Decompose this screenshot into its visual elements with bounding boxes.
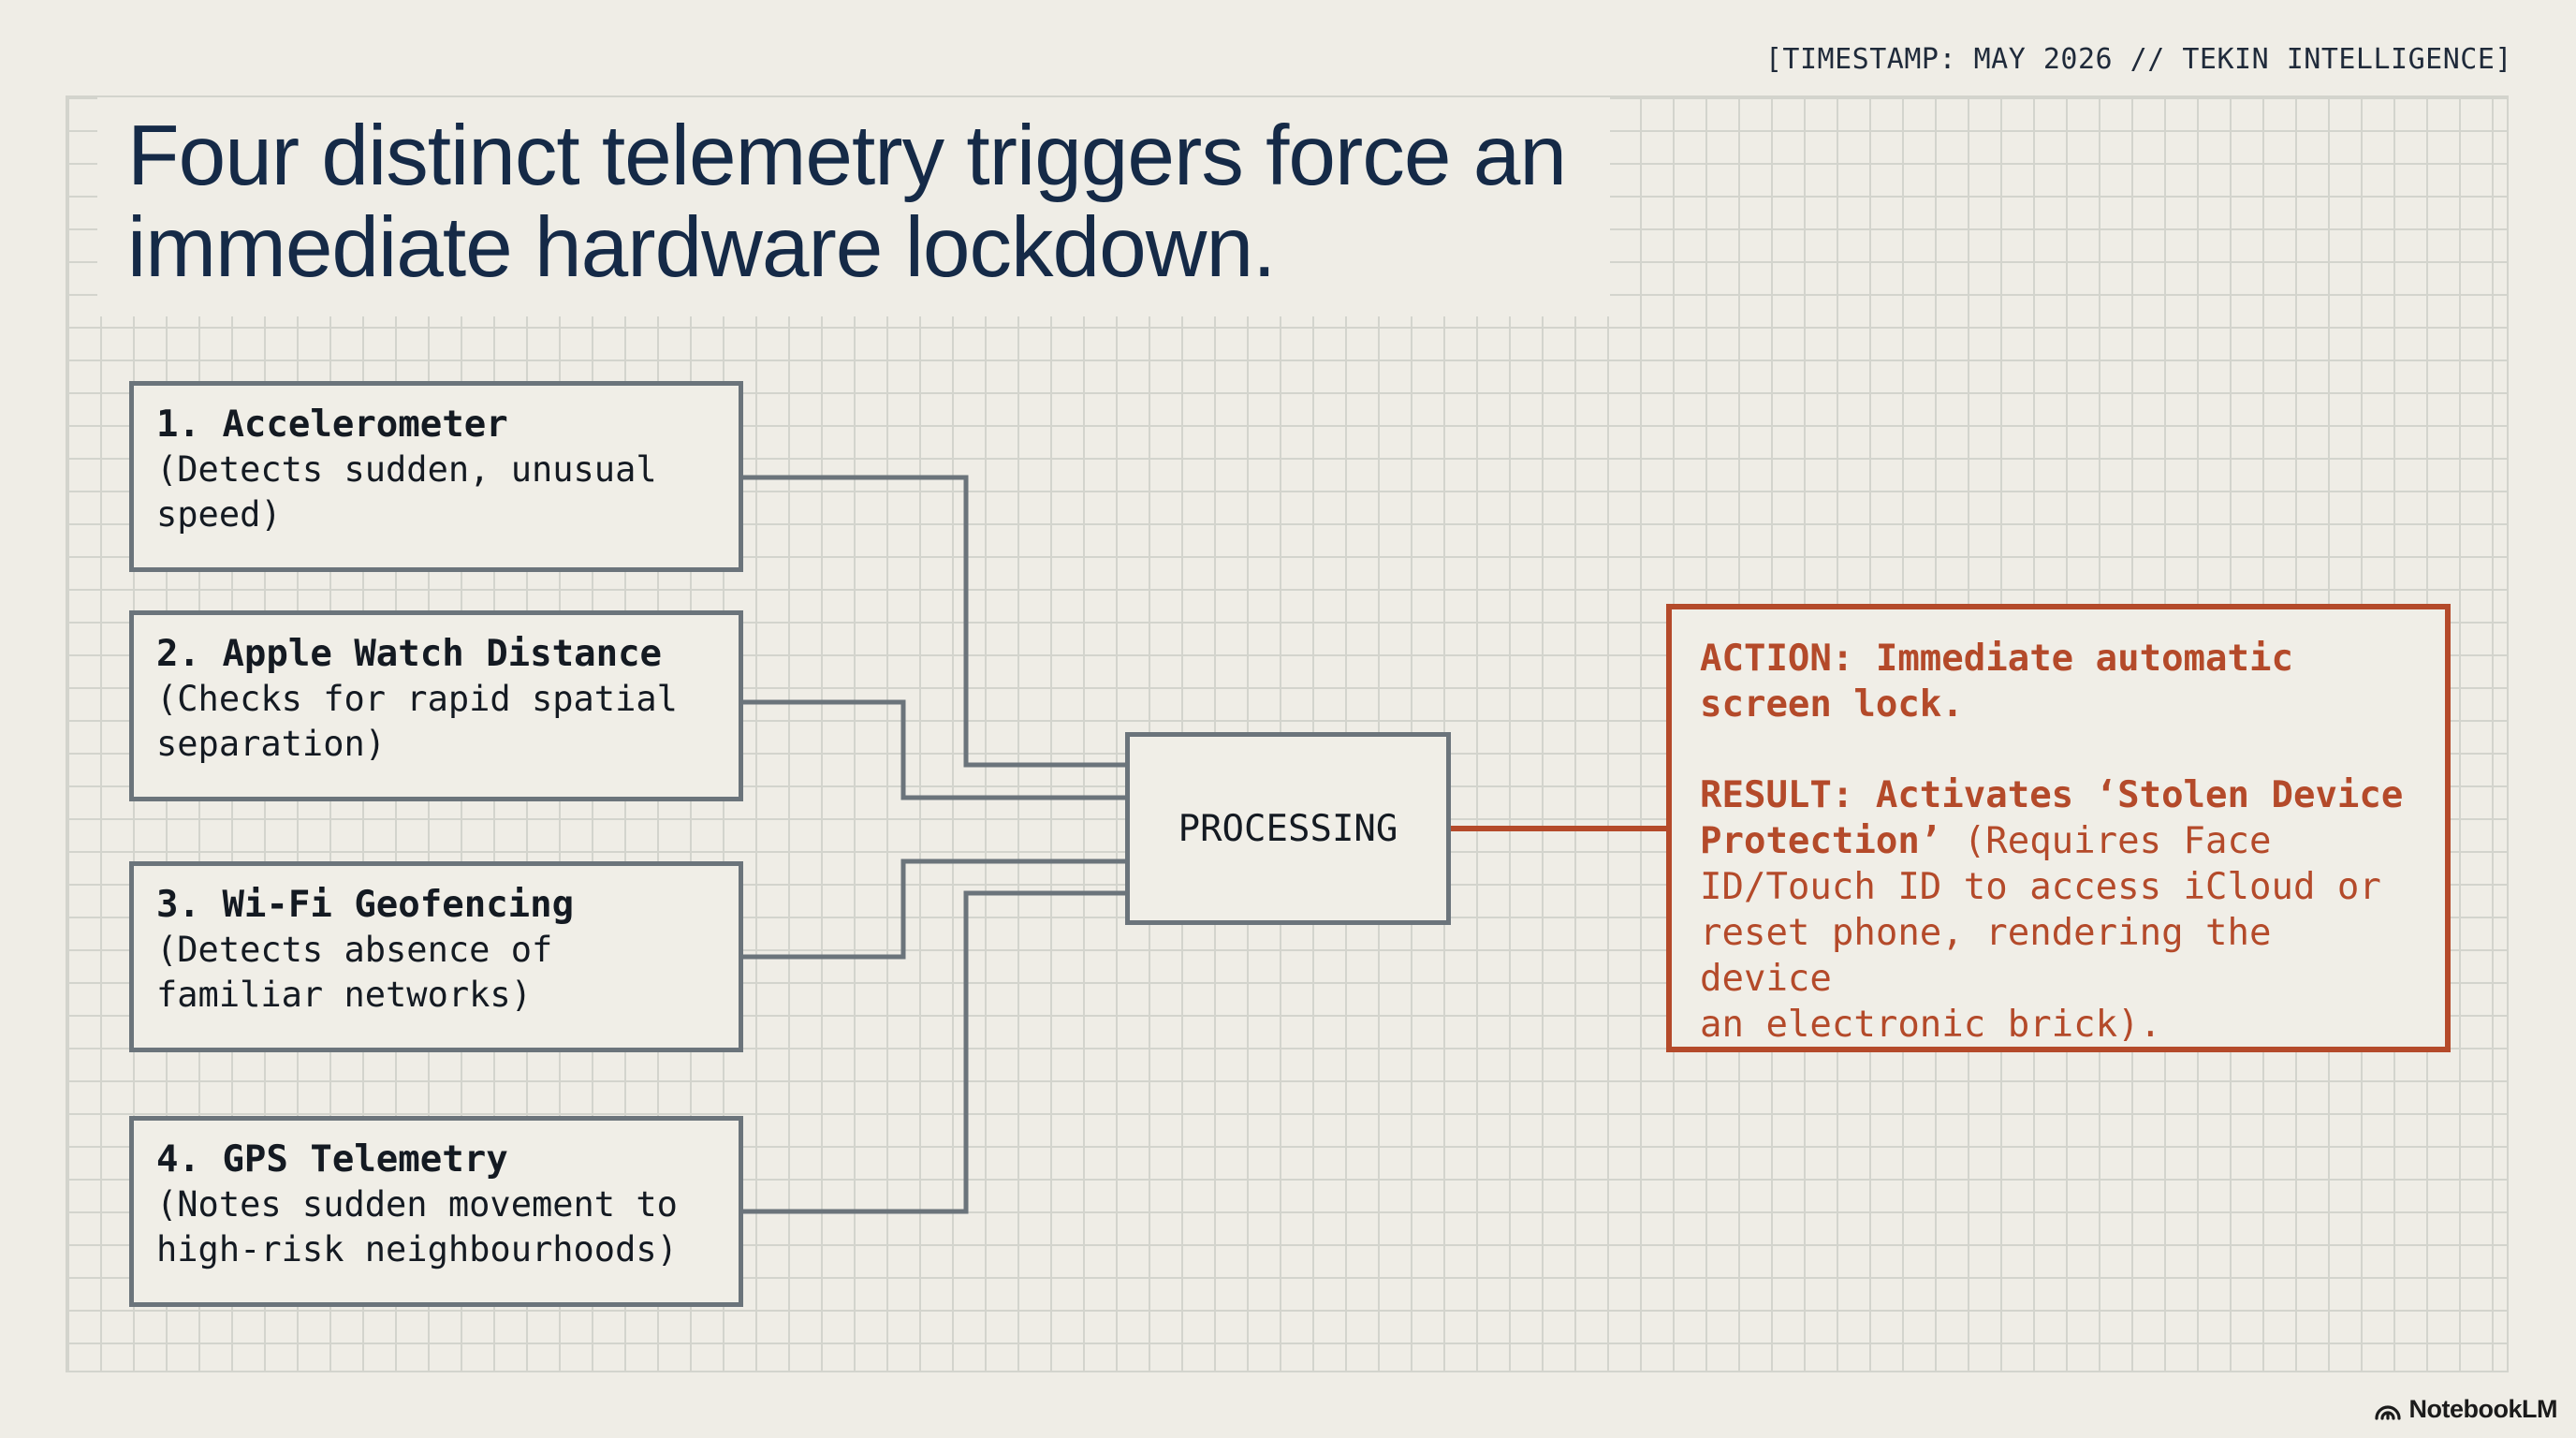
timestamp-label: [TIMESTAMP: MAY 2026 // TEKIN INTELLIGEN… bbox=[1764, 43, 2512, 76]
trigger-box-apple-watch: 2. Apple Watch Distance (Checks for rapi… bbox=[129, 610, 743, 801]
trigger-box-wifi-geofencing: 3. Wi-Fi Geofencing (Detects absence of … bbox=[129, 861, 743, 1052]
result-line-4: reset phone, rendering the device bbox=[1700, 912, 2272, 1000]
action-line-2: screen lock. bbox=[1700, 683, 1964, 726]
trigger-label: 2. Apple Watch Distance bbox=[156, 633, 663, 675]
trigger-box-accelerometer: 1. Accelerometer (Detects sudden, unusua… bbox=[129, 381, 743, 572]
trigger-detail: (Detects sudden, unusual speed) bbox=[156, 449, 657, 535]
connector-trigger-3 bbox=[743, 858, 1125, 960]
trigger-detail: (Notes sudden movement to high-risk neig… bbox=[156, 1184, 678, 1269]
outcome-box: ACTION: Immediate automatic screen lock.… bbox=[1666, 604, 2451, 1052]
trigger-label: 4. GPS Telemetry bbox=[156, 1138, 508, 1181]
result-line-3: ID/Touch ID to access iCloud or bbox=[1700, 866, 2381, 908]
result-line-1: RESULT: Activates ‘Stolen Device bbox=[1700, 774, 2404, 816]
connector-trigger-2 bbox=[743, 699, 1125, 800]
result-line-2-bold: Protection’ bbox=[1700, 820, 1942, 862]
connector-trigger-1 bbox=[743, 475, 1125, 768]
result-line-5: an electronic brick). bbox=[1700, 1004, 2162, 1046]
result-line-2-rest: (Requires Face bbox=[1941, 820, 2272, 862]
trigger-label: 1. Accelerometer bbox=[156, 404, 508, 446]
page-title: Four distinct telemetry triggers force a… bbox=[127, 109, 1567, 295]
action-line-1: ACTION: Immediate automatic bbox=[1700, 638, 2293, 680]
footer-brand-label: NotebookLM bbox=[2408, 1395, 2558, 1423]
outcome-spacer bbox=[1700, 727, 2417, 772]
footer-brand: NotebookLM bbox=[2374, 1395, 2558, 1424]
title-panel bbox=[97, 97, 1610, 316]
processing-node: PROCESSING bbox=[1125, 732, 1451, 925]
trigger-label: 3. Wi-Fi Geofencing bbox=[156, 884, 575, 926]
notebooklm-logo-icon bbox=[2374, 1404, 2401, 1420]
trigger-detail: (Checks for rapid spatial separation) bbox=[156, 679, 678, 764]
processing-label: PROCESSING bbox=[1178, 807, 1398, 850]
trigger-box-gps-telemetry: 4. GPS Telemetry (Notes sudden movement … bbox=[129, 1116, 743, 1307]
result-line-2: Protection’ (Requires Face bbox=[1700, 818, 2417, 864]
trigger-detail: (Detects absence of familiar networks) bbox=[156, 930, 553, 1015]
connector-trigger-4 bbox=[743, 890, 1125, 1214]
